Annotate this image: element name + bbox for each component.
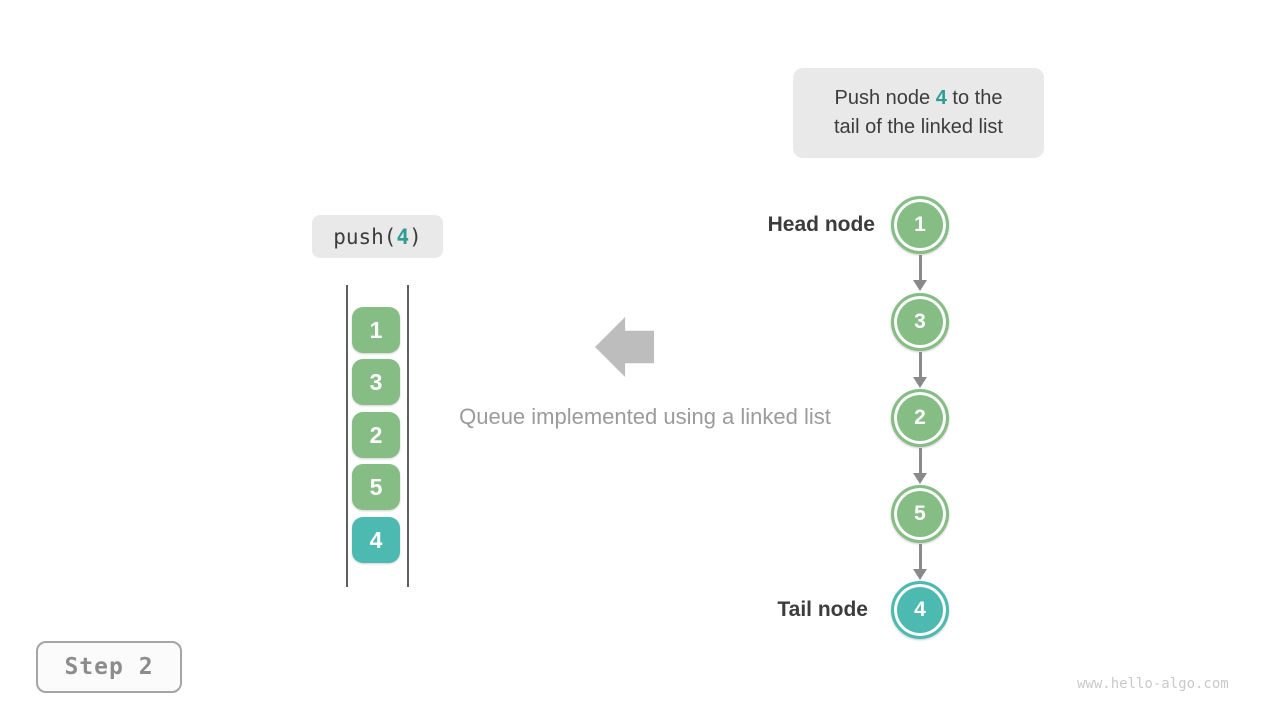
instruction-text: Push node 4 to the tail of the linked li…	[834, 87, 1003, 138]
queue-stack: 1 3 2 5 4	[346, 285, 410, 587]
pushed-value-highlight: 4	[935, 87, 947, 109]
diagram-caption: Queue implemented using a linked list	[459, 404, 831, 429]
instruction-callout: Push node 4 to the tail of the linked li…	[793, 68, 1044, 158]
list-node: 5	[891, 485, 949, 543]
push-arg-highlight: 4	[396, 224, 410, 249]
stack-rail-left	[346, 285, 348, 587]
stack-item: 1	[352, 307, 400, 353]
down-arrow-icon	[912, 352, 928, 388]
list-node: 2	[891, 389, 949, 447]
head-node-label: Head node	[767, 213, 875, 236]
watermark: www.hello-algo.com	[1077, 676, 1229, 692]
stack-item: 5	[352, 464, 400, 510]
down-arrow-icon	[912, 544, 928, 580]
step-badge: Step 2	[36, 641, 182, 693]
list-node: 1	[891, 196, 949, 254]
down-arrow-icon	[912, 448, 928, 484]
down-arrow-icon	[912, 255, 928, 291]
push-operation-label: push(4)	[312, 215, 443, 258]
stack-rail-right	[407, 285, 409, 587]
list-node-new: 4	[891, 581, 949, 639]
stack-item-new: 4	[352, 517, 400, 563]
left-block-arrow-icon	[595, 317, 654, 377]
stack-item: 3	[352, 359, 400, 405]
stack-item: 2	[352, 412, 400, 458]
list-node: 3	[891, 293, 949, 351]
tail-node-label: Tail node	[777, 598, 868, 621]
